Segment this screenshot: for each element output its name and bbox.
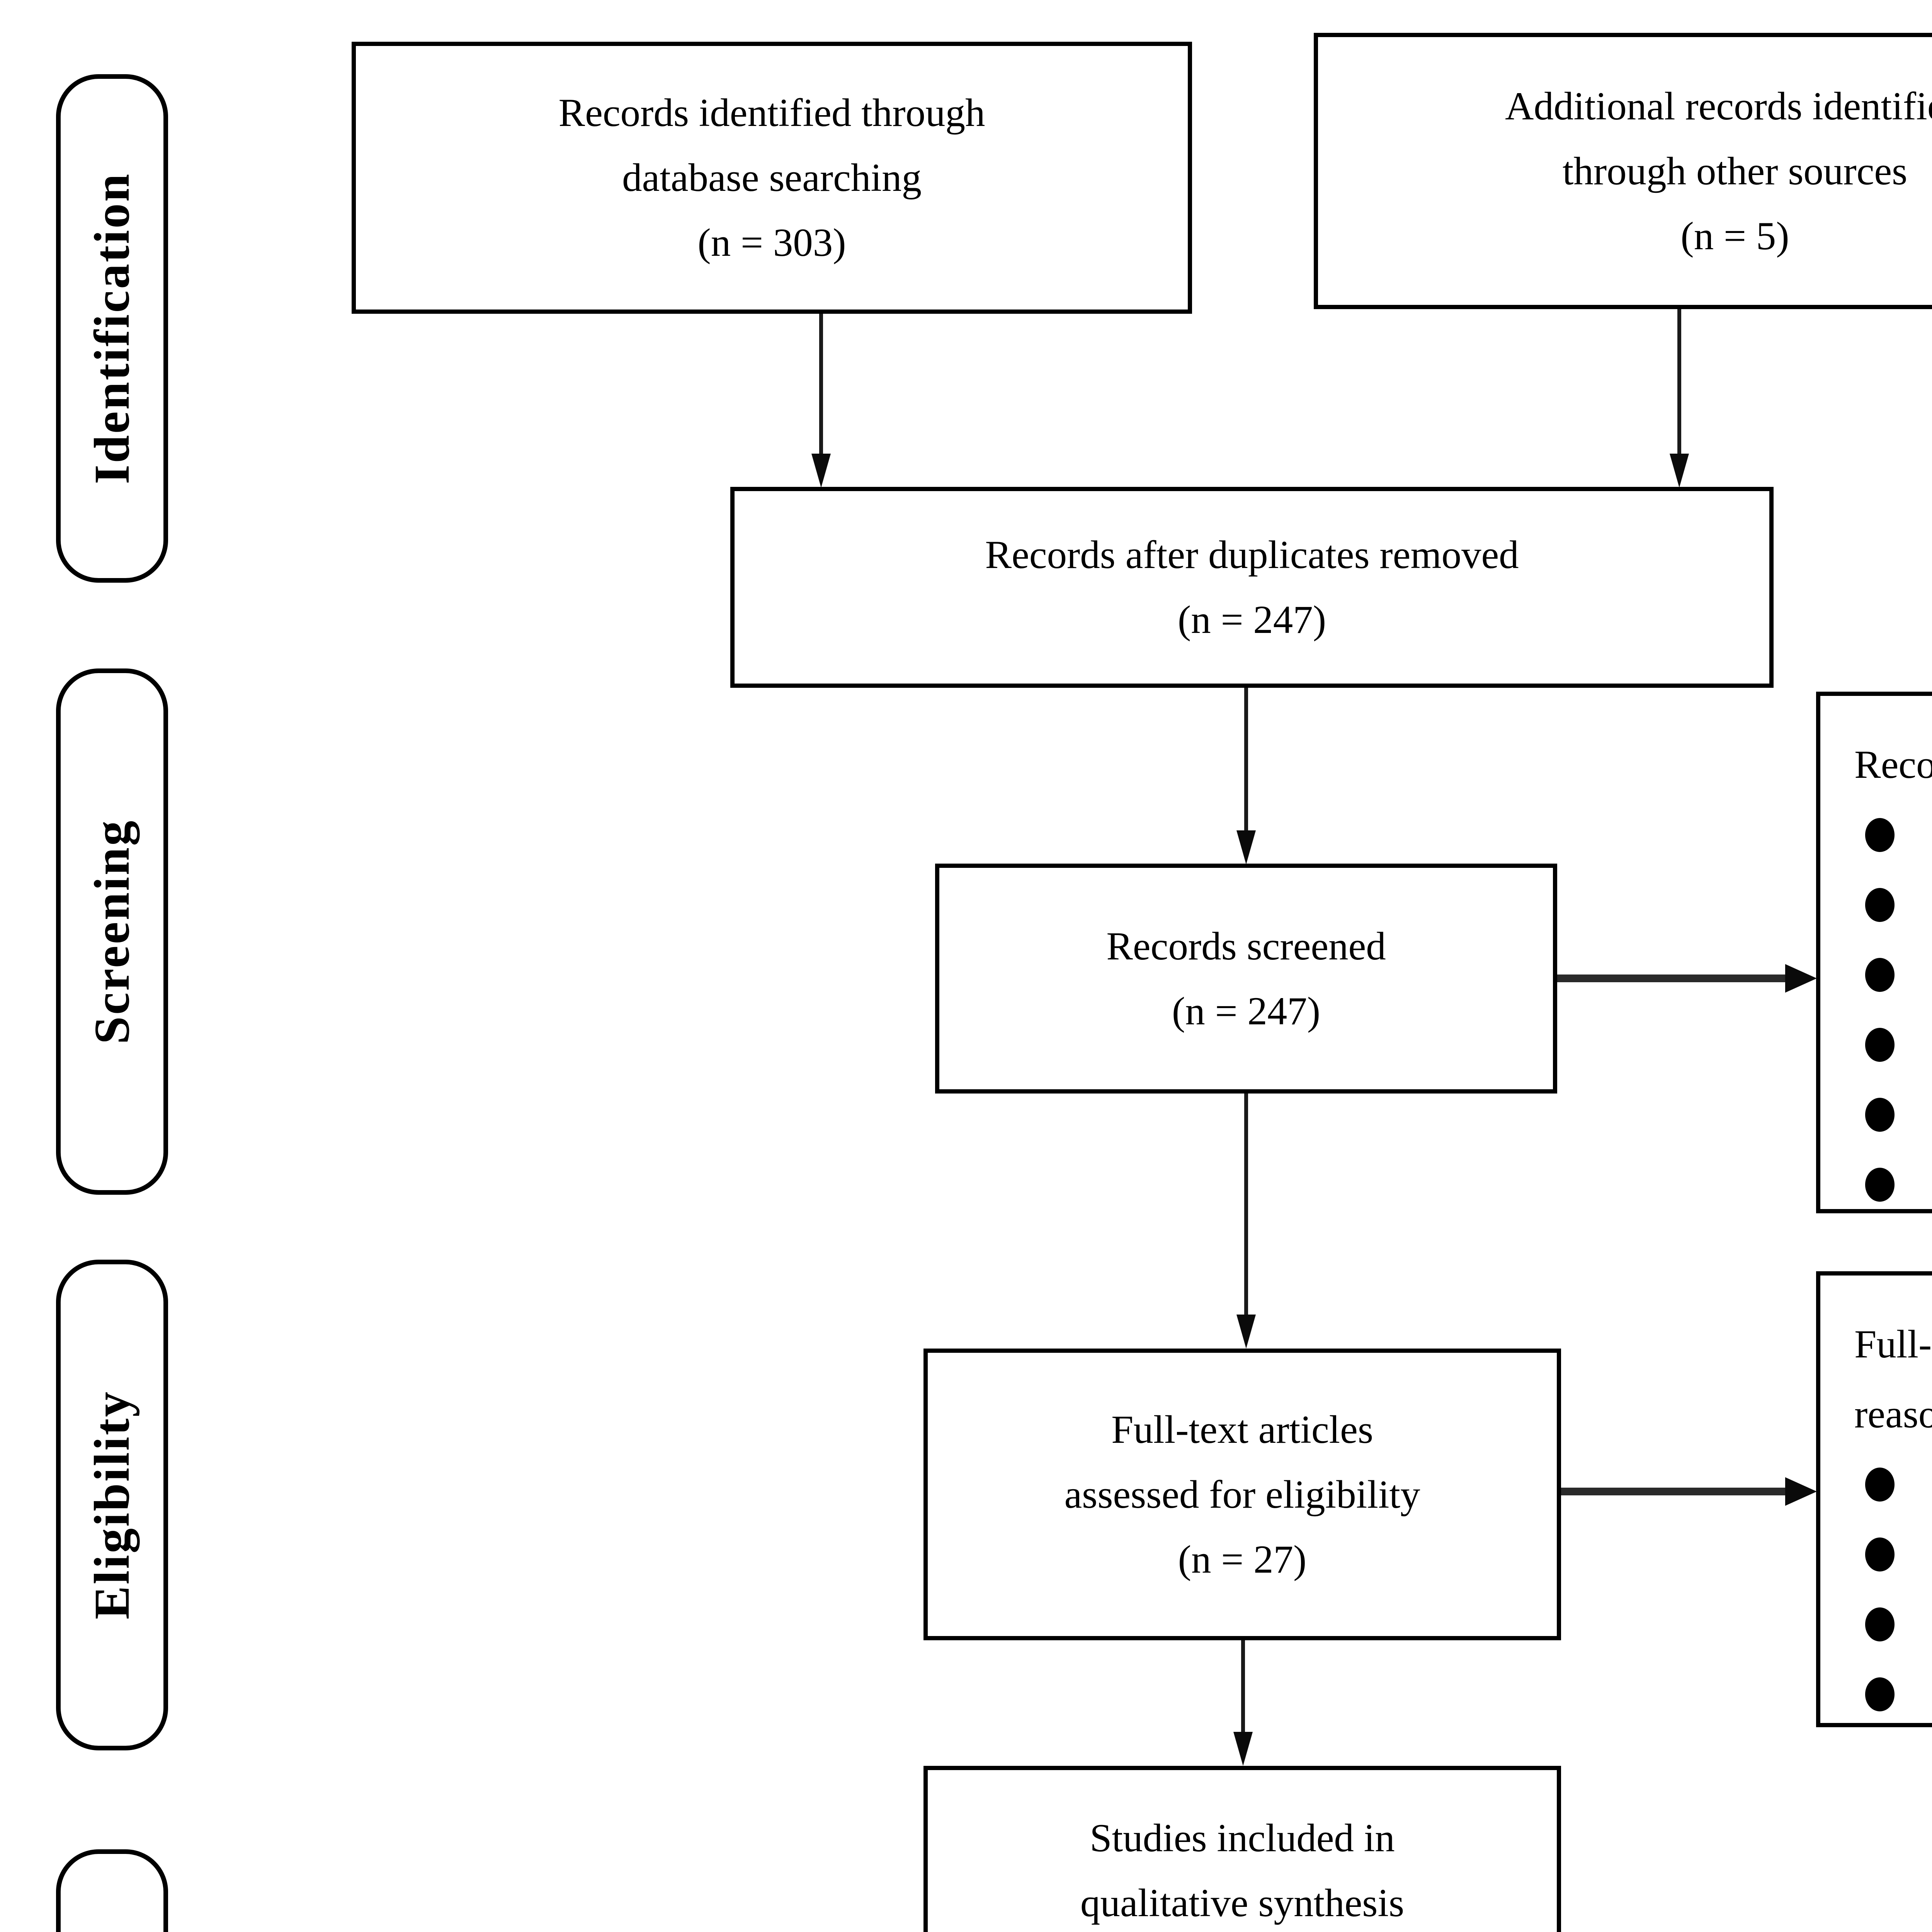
stage-label-identification-text: Identification xyxy=(84,172,140,485)
stage-label-eligibility-text: Eligibility xyxy=(84,1390,140,1620)
bullet-icon xyxy=(1865,1607,1895,1641)
box-records-excluded: Records excluded (n = 220) Meta-analysis… xyxy=(1816,692,1932,1213)
box-additional-records-text: Additional records identified through ot… xyxy=(1505,84,1932,258)
bullet-icon xyxy=(1865,818,1895,852)
box-fulltext-excluded: Full-text articles excluded, with reason… xyxy=(1816,1271,1932,1727)
stage-label-included: Included xyxy=(56,1849,168,1932)
bullet-icon xyxy=(1865,1467,1895,1502)
bullet-icon xyxy=(1865,957,1895,992)
stage-label-screening-text: Screening xyxy=(84,819,140,1044)
list-item: No PS study (2) xyxy=(1851,1589,1932,1659)
box-fulltext-assessed: Full-text articles assessed for eligibil… xyxy=(923,1349,1561,1640)
arrowhead-down-icon xyxy=(811,454,831,488)
bullet-icon xyxy=(1865,1537,1895,1571)
box-records-identified: Records identified through database sear… xyxy=(352,42,1192,314)
stage-label-identification: Identification xyxy=(56,74,168,583)
connector-additional-to-deduplicated xyxy=(1677,309,1681,455)
bullet-icon xyxy=(1865,888,1895,922)
arrowhead-down-icon xyxy=(1233,1732,1253,1766)
stage-label-eligibility: Eligibility xyxy=(56,1260,168,1750)
arrowhead-down-icon xyxy=(1236,1315,1256,1349)
list-item: Meta-analysis (12) xyxy=(1851,800,1932,870)
box-qualitative-synthesis-text: Studies included in qualitative synthesi… xyxy=(1080,1816,1405,1925)
bullet-icon xyxy=(1865,1677,1895,1711)
box-records-identified-text: Records identified through database sear… xyxy=(558,91,985,265)
box-duplicates-removed: Records after duplicates removed (n = 24… xyxy=(730,487,1774,688)
box-qualitative-synthesis: Studies included in qualitative synthesi… xyxy=(923,1766,1561,1932)
arrowhead-right-icon xyxy=(1785,1477,1817,1506)
list-item: Review article (55) xyxy=(1851,1010,1932,1080)
connector-deduplicated-to-screened xyxy=(1244,688,1248,831)
list-item: Case report (38) xyxy=(1851,870,1932,940)
bullet-icon xyxy=(1865,1167,1895,1202)
connector-screened-to-excluded xyxy=(1557,975,1787,982)
stage-label-screening: Screening xyxy=(56,668,168,1195)
box-records-screened-text: Records screened (n = 247) xyxy=(1106,924,1386,1033)
box-records-screened: Records screened (n = 247) xyxy=(935,864,1557,1094)
arrowhead-right-icon xyxy=(1785,964,1817,993)
list-item: No SUAVR VS TAVI (1) xyxy=(1851,1519,1932,1589)
connector-identified-to-deduplicated xyxy=(819,314,823,455)
arrowhead-down-icon xyxy=(1236,830,1256,864)
connector-screened-to-fulltext xyxy=(1244,1094,1248,1315)
list-item: No full text (6) xyxy=(1851,1659,1932,1729)
box-fulltext-assessed-text: Full-text articles assessed for eligibil… xyxy=(1064,1407,1420,1582)
box-duplicates-removed-text: Records after duplicates removed (n = 24… xyxy=(985,533,1519,642)
list-item: One-arm study (2) xyxy=(1851,1449,1932,1519)
bullet-icon xyxy=(1865,1097,1895,1132)
arrowhead-down-icon xyxy=(1670,454,1689,488)
box-additional-records: Additional records identified through ot… xyxy=(1314,33,1932,309)
list-item: Letter (31) xyxy=(1851,1080,1932,1150)
list-item: Unrelated research (78) xyxy=(1851,1150,1932,1219)
list-item: Conference abstract (6) xyxy=(1851,940,1932,1010)
connector-fulltext-to-qualitative xyxy=(1241,1640,1245,1733)
box-records-excluded-title: Records excluded (n = 220) xyxy=(1854,743,1932,787)
box-fulltext-excluded-title: Full-text articles excluded, with reason… xyxy=(1854,1322,1932,1436)
connector-fulltext-to-excluded xyxy=(1561,1488,1787,1495)
bullet-icon xyxy=(1865,1027,1895,1062)
